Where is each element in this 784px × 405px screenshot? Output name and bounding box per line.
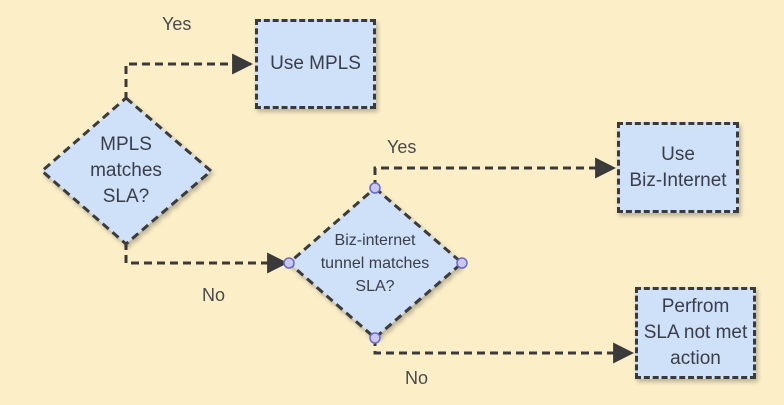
- connection-handle-left[interactable]: [283, 257, 295, 269]
- edge-label-biz-no: No: [405, 368, 429, 388]
- connection-handle-top[interactable]: [369, 182, 381, 194]
- edge-mpls-yes[interactable]: [124, 53, 254, 100]
- decision-mpls-diamond[interactable]: [39, 96, 214, 246]
- decision-mpls-text: MPLS matches SLA?: [90, 134, 162, 207]
- edge-label-biz-yes: Yes: [387, 137, 417, 157]
- edge-label-mpls-yes: Yes: [162, 14, 192, 34]
- use-biz-internet-box[interactable]: Use Biz-Internet: [617, 122, 739, 213]
- edge-label-mpls-no: No: [202, 285, 226, 305]
- decision-biz-diamond[interactable]: [286, 186, 465, 340]
- use-mpls-box[interactable]: Use MPLS: [255, 19, 376, 109]
- edge-biz-yes[interactable]: [373, 157, 617, 188]
- edge-biz-no[interactable]: [373, 338, 635, 364]
- perform-sla-action-box[interactable]: Perfrom SLA not met action: [635, 287, 756, 379]
- decision-biz-text: Biz-internet tunnel matches SLA?: [320, 231, 430, 295]
- edge-mpls-no[interactable]: [124, 242, 289, 274]
- connection-handle-bottom[interactable]: [369, 332, 381, 344]
- connection-handle-right[interactable]: [456, 257, 468, 269]
